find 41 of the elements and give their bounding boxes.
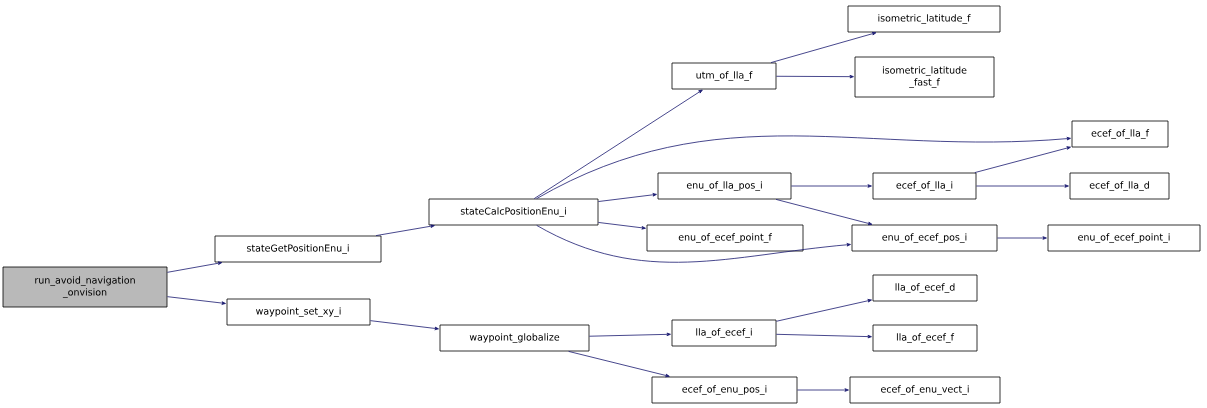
arrow (997, 236, 1047, 240)
arrow (589, 332, 671, 337)
arrow (167, 261, 223, 273)
arrow (976, 184, 1069, 188)
function-box: isometric_latitude _fast_f (854, 56, 995, 98)
function-box: enu_of_ecef_point_f (646, 224, 804, 252)
arrow (536, 135, 1071, 199)
function-box: stateCalcPositionEnu_i (428, 198, 599, 226)
function-box: ecef_of_lla_f (1071, 120, 1169, 148)
function-box: enu_of_ecef_pos_i (851, 224, 998, 252)
function-box: lla_of_ecef_f (872, 324, 978, 352)
arrow (770, 32, 877, 63)
arrow (167, 296, 226, 305)
function-box: run_avoid_navigation _onvision (2, 266, 168, 308)
arrow (974, 146, 1071, 173)
arrow (598, 193, 657, 202)
arrow (370, 320, 439, 331)
arrow (536, 225, 851, 263)
function-box: enu_of_ecef_point_i (1047, 224, 1201, 252)
function-box: ecef_of_lla_d (1069, 172, 1170, 200)
function-box: lla_of_ecef_i (671, 319, 777, 347)
function-box: ecef_of_enu_vect_i (849, 376, 1001, 404)
function-box: waypoint_set_xy_i (226, 298, 371, 326)
function-box: isometric_latitude_f (847, 5, 1001, 33)
function-box: lla_of_ecef_d (872, 274, 978, 302)
arrow (791, 184, 872, 188)
function-box: utm_of_lla_f (671, 62, 777, 90)
function-box: ecef_of_enu_pos_i (651, 376, 798, 404)
arrow (776, 333, 872, 339)
arrow (375, 224, 435, 236)
arrow (797, 388, 849, 392)
function-box: waypoint_globalize (439, 324, 590, 352)
arrow (776, 74, 854, 79)
arrow (776, 299, 872, 322)
function-box: enu_of_lla_pos_i (657, 172, 792, 200)
function-box: stateGetPositionEnu_i (214, 235, 382, 263)
arrow (598, 222, 646, 230)
arrow (533, 89, 703, 199)
arrow (775, 199, 873, 226)
arrow (568, 351, 670, 378)
function-box: ecef_of_lla_i (872, 172, 977, 200)
